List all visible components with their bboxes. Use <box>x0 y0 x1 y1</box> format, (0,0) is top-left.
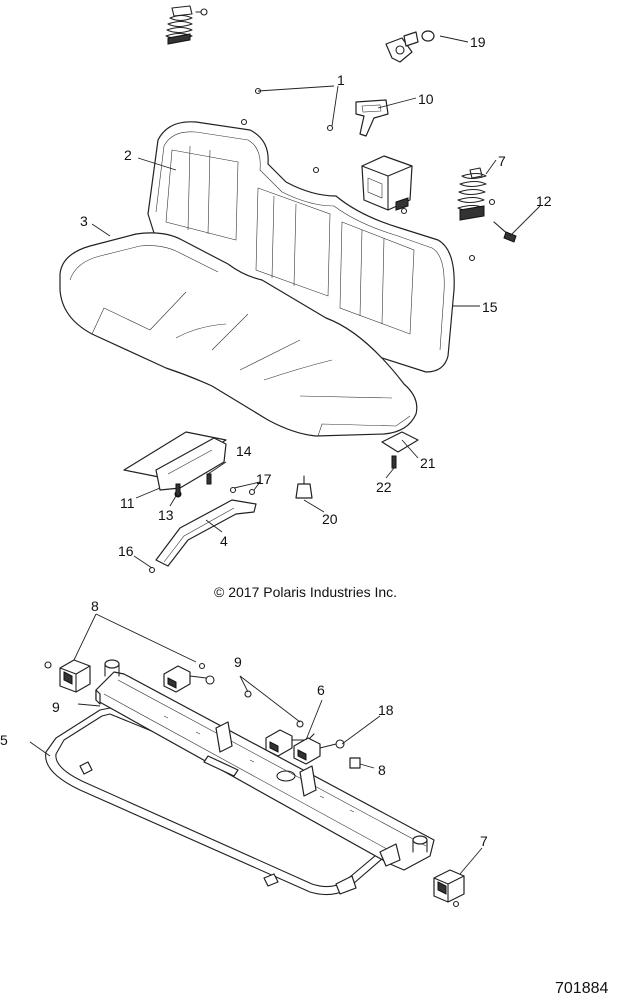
callout-21: 21 <box>420 455 436 471</box>
callout-3: 3 <box>80 213 88 229</box>
callout-9-left: 9 <box>52 699 60 715</box>
callout-15: 15 <box>482 299 498 315</box>
callout-14: 14 <box>236 443 252 459</box>
copyright-notice: © 2017 Polaris Industries Inc. <box>214 584 397 600</box>
callout-22: 22 <box>376 479 392 495</box>
callout-4: 4 <box>220 533 228 549</box>
seat-frame-tube-part <box>45 707 395 896</box>
callout-18: 18 <box>378 702 394 718</box>
screws-group <box>240 87 496 262</box>
callout-5: 5 <box>0 732 8 748</box>
plate-part <box>381 431 419 469</box>
lower-buckle-part <box>433 869 465 908</box>
strap-bracket-part <box>385 30 435 63</box>
latch-bracket-part <box>123 431 227 498</box>
right-spring-part <box>457 167 487 221</box>
callout-20: 20 <box>322 511 338 527</box>
callout-11: 11 <box>120 495 135 511</box>
callout-2: 2 <box>124 147 132 163</box>
lower-leader-lines <box>29 613 483 875</box>
pin-part <box>493 221 517 243</box>
callout-6: 6 <box>317 682 325 698</box>
upper-leader-lines <box>91 35 541 569</box>
callout-10: 10 <box>418 91 434 107</box>
callout-8-top: 8 <box>91 598 99 614</box>
seat-frame-crossbar-part <box>95 659 435 871</box>
callout-9-top: 9 <box>234 654 242 670</box>
center-bolt-part <box>295 475 313 499</box>
center-buckle-pair-part <box>244 690 345 765</box>
top-spring-part <box>165 5 208 45</box>
seat-back-part <box>147 121 455 373</box>
callout-13: 13 <box>158 507 174 523</box>
callout-12: 12 <box>536 193 552 209</box>
support-bracket-part <box>155 499 257 567</box>
callout-17: 17 <box>256 471 272 487</box>
small-screws-middle <box>148 473 256 574</box>
buckle-housing-part <box>361 155 413 211</box>
drawing-number: 701884 <box>555 980 608 997</box>
callout-1: 1 <box>337 72 345 88</box>
callout-19: 19 <box>470 34 486 50</box>
seat-cushion-part <box>59 232 418 437</box>
callout-7-bottom: 7 <box>480 833 488 849</box>
seatbelt-tongue-part <box>163 662 215 693</box>
callout-7-top: 7 <box>498 153 506 169</box>
right-bolt-part <box>349 757 361 769</box>
left-buckle-part <box>44 659 91 693</box>
callout-8-right: 8 <box>378 762 386 778</box>
callout-16: 16 <box>118 543 134 559</box>
seatbelt-latch-part <box>355 99 389 137</box>
